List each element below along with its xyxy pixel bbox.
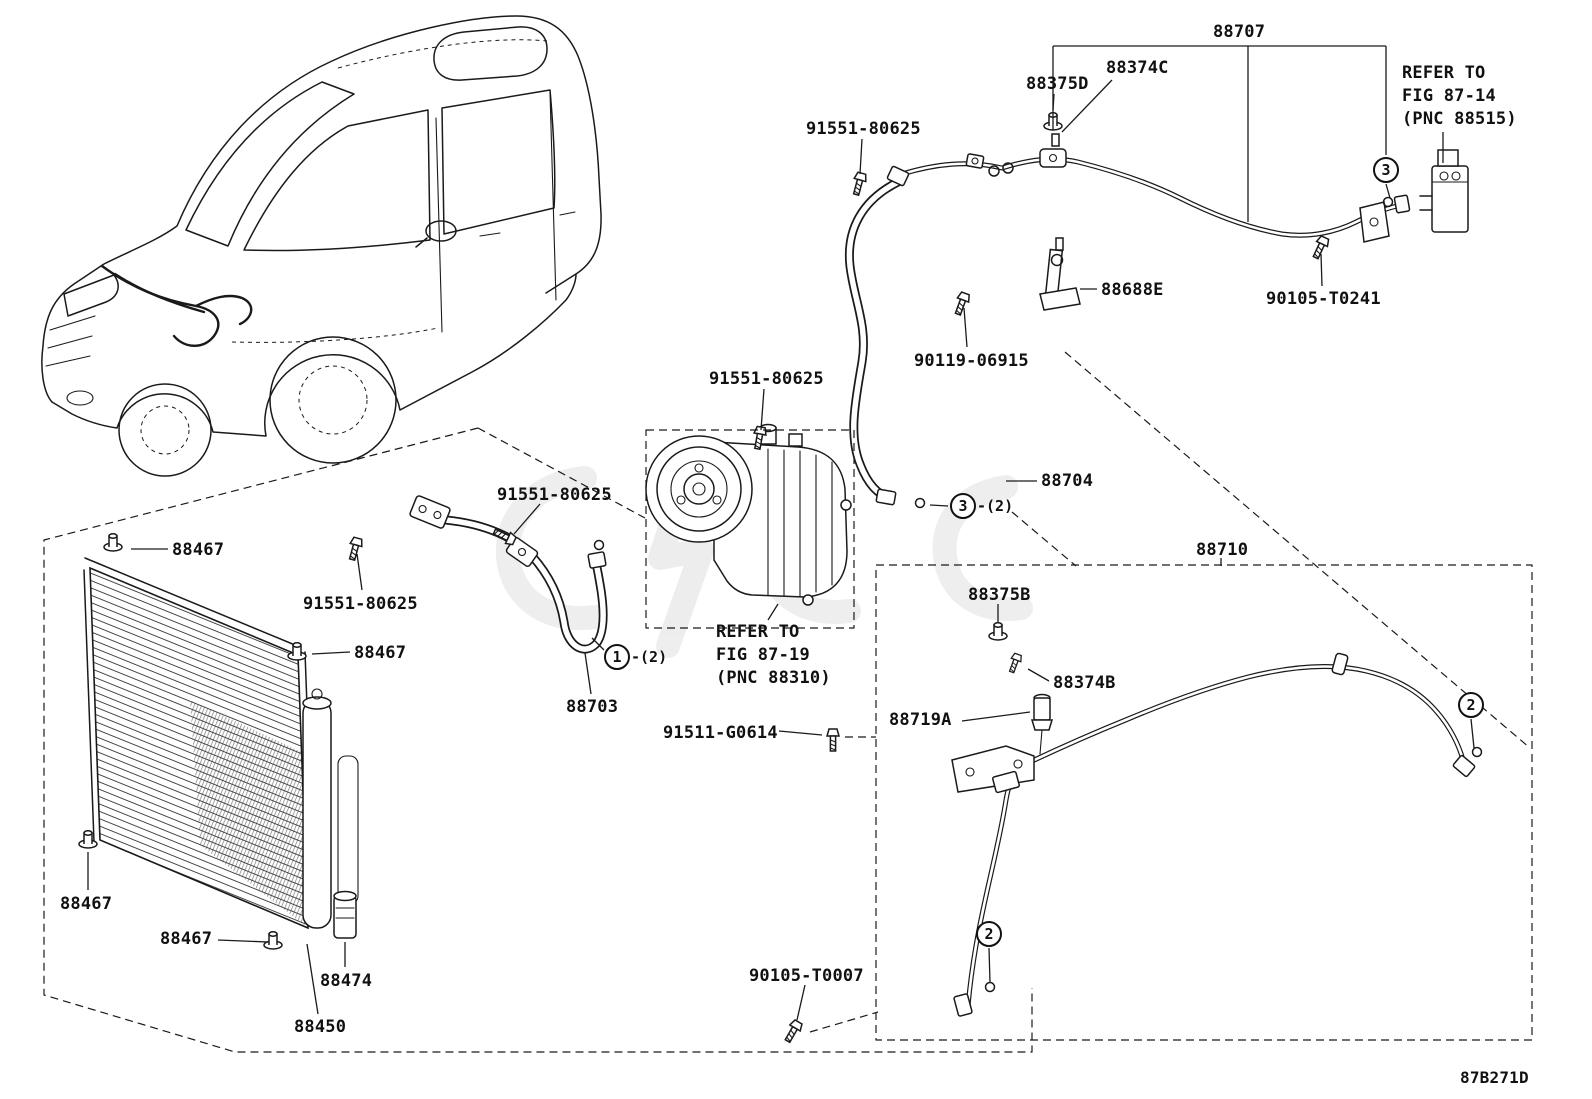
part-label-91551-80625-a: 91551-80625 bbox=[806, 119, 921, 139]
pipe-clamp-88374C bbox=[1039, 148, 1067, 168]
part-label-88707: 88707 bbox=[1213, 22, 1266, 42]
part-label-88710: 88710 bbox=[1196, 540, 1249, 560]
part-label-88375B: 88375B bbox=[968, 585, 1031, 605]
diagram-code: 87B271D bbox=[1460, 1068, 1529, 1087]
part-label-88704: 88704 bbox=[1041, 471, 1094, 491]
discharge-hose-88704 bbox=[844, 153, 1014, 509]
part-label-88719A: 88719A bbox=[889, 710, 952, 730]
part-label-88374C: 88374C bbox=[1106, 58, 1169, 78]
part-label-88474: 88474 bbox=[320, 971, 373, 991]
fig-ref-87-14-line3: (PNC 88515) bbox=[1402, 109, 1517, 129]
part-label-88467-d: 88467 bbox=[160, 929, 213, 949]
group-boundaries bbox=[43, 351, 1533, 1053]
callout-3-right: 3 bbox=[1373, 157, 1399, 183]
part-label-91551-80625-d: 91551-80625 bbox=[303, 594, 418, 614]
o-ring bbox=[914, 497, 926, 509]
o-ring bbox=[984, 981, 996, 993]
fig-ref-87-14-line2: FIG 87-14 bbox=[1402, 86, 1496, 106]
pipe-end-bracket bbox=[1359, 201, 1390, 243]
callout-3-qty: -(2) bbox=[977, 497, 1014, 515]
fig-ref-87-19-line1: REFER TO bbox=[716, 622, 800, 642]
part-label-88467-b: 88467 bbox=[354, 643, 407, 663]
fig-ref-87-19: REFER TO FIG 87-19 (PNC 88310) bbox=[716, 621, 831, 690]
part-label-91511-G0614: 91511-G0614 bbox=[663, 723, 778, 743]
part-label-90105-T0007: 90105-T0007 bbox=[749, 966, 864, 986]
callout-2-bottom: 2 bbox=[976, 921, 1002, 947]
suction-hose-88703 bbox=[409, 495, 608, 654]
part-label-88375D: 88375D bbox=[1026, 74, 1089, 94]
leader-lines bbox=[87, 45, 1475, 1021]
condenser-88450 bbox=[83, 557, 359, 939]
part-label-90119-06915: 90119-06915 bbox=[914, 351, 1029, 371]
callout-1-qty: -(2) bbox=[631, 648, 668, 666]
part-label-88450: 88450 bbox=[294, 1017, 347, 1037]
part-label-88467-a: 88467 bbox=[172, 540, 225, 560]
part-label-88688E: 88688E bbox=[1101, 280, 1164, 300]
compressor-pulley bbox=[645, 435, 753, 543]
bracket-88688E bbox=[1039, 237, 1081, 311]
part-label-91551-80625-c: 91551-80625 bbox=[497, 485, 612, 505]
part-label-88703: 88703 bbox=[566, 697, 619, 717]
fig-ref-87-19-line2: FIG 87-19 bbox=[716, 645, 810, 665]
fig-ref-87-19-line3: (PNC 88310) bbox=[716, 668, 831, 688]
part-label-90105-T0241: 90105-T0241 bbox=[1266, 289, 1381, 309]
fig-ref-87-14: REFER TO FIG 87-14 (PNC 88515) bbox=[1402, 62, 1517, 131]
callout-1: 1 bbox=[604, 644, 630, 670]
part-label-88374B: 88374B bbox=[1053, 673, 1116, 693]
liquid-pipe-88710 bbox=[951, 652, 1483, 1017]
expansion-valve-88515 bbox=[1419, 149, 1469, 233]
pipe-end-flange bbox=[1393, 194, 1411, 214]
part-label-88467-c: 88467 bbox=[60, 894, 113, 914]
callout-3-mid: 3 bbox=[950, 493, 976, 519]
receiver-drier bbox=[302, 688, 359, 929]
clamp-screw bbox=[1051, 133, 1060, 147]
fig-ref-87-14-line1: REFER TO bbox=[1402, 63, 1486, 83]
part-label-91551-80625-b: 91551-80625 bbox=[709, 369, 824, 389]
discharge-pipe-88707 bbox=[899, 156, 1401, 238]
car-illustration bbox=[41, 15, 602, 477]
engine-harness bbox=[100, 264, 253, 347]
compressor bbox=[645, 423, 852, 606]
callout-2-right: 2 bbox=[1458, 692, 1484, 718]
o-ring bbox=[593, 539, 605, 551]
pipe-valve-88719A bbox=[1030, 693, 1054, 755]
drier-cartridge-88474 bbox=[333, 890, 357, 939]
o-ring bbox=[1382, 196, 1394, 208]
pipe-bracket bbox=[951, 745, 1035, 793]
o-ring bbox=[1471, 746, 1483, 758]
